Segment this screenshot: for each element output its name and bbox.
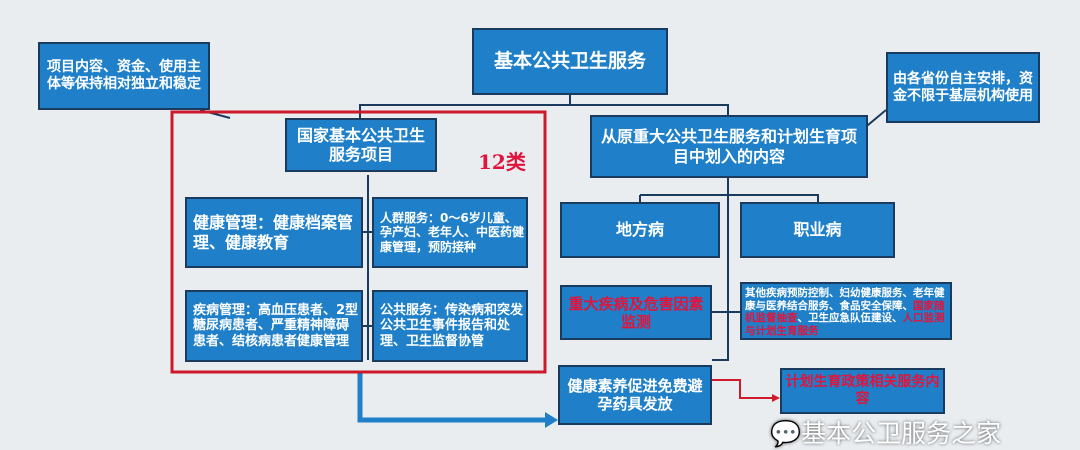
- root-node: 基本公共卫生服务: [472, 28, 668, 95]
- random-inspection-text: 国家随机监督抽查: [745, 299, 945, 325]
- category-count: 12类: [478, 150, 526, 174]
- occupational-disease-node: 职业病: [740, 202, 895, 258]
- disease-management-node: 疾病管理：高血压患者、2型糖尿病患者、严重精神障碍患者、结核病患者健康管理: [185, 290, 363, 362]
- major-disease-monitoring-node: 重大疾病及危害因素监测: [560, 285, 712, 340]
- callout-right: 由各省份自主安排，资金不限于基层机构使用: [886, 52, 1040, 123]
- population-monitoring-text: 人口监测与计划生育服务: [745, 312, 945, 337]
- health-management-node: 健康管理：健康档案管理、健康教育: [185, 197, 363, 268]
- watermark-text: 基本公卫服务之家: [801, 419, 1002, 448]
- population-services-node: 人群服务：0～6岁儿童、孕产妇、老年人、中医药健康管理，预防接种: [372, 197, 528, 268]
- watermark: 💬基本公卫服务之家: [770, 419, 1001, 448]
- health-literacy-node: 健康素养促进免费避孕药具发放: [558, 365, 712, 425]
- wechat-icon: 💬: [770, 419, 802, 448]
- transferred-node: 从原重大公共卫生服务和计划生育项目中划入的内容: [590, 115, 868, 178]
- endemic-disease-node: 地方病: [560, 202, 720, 258]
- other-services-text-2: 、卫生应急队伍建设、: [797, 312, 903, 325]
- national-project-node: 国家基本公共卫生服务项目: [285, 118, 437, 172]
- public-services-node: 公共服务：传染病和突发公共卫生事件报告和处理、卫生监督协管: [372, 290, 528, 362]
- other-services-text: 其他疾病预防控制、妇幼健康服务、老年健康与医养结合服务、食品安全保障、: [745, 287, 945, 312]
- callout-left: 项目内容、资金、使用主体等保持相对独立和稳定: [38, 42, 210, 110]
- family-planning-node: 计划生育政策相关服务内容: [780, 368, 945, 414]
- other-services-node: 其他疾病预防控制、妇幼健康服务、老年健康与医养结合服务、食品安全保障、国家随机监…: [740, 282, 952, 340]
